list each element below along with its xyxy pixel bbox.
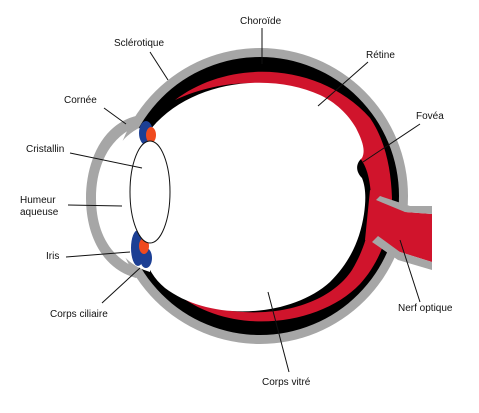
- label-cornee: Cornée: [64, 95, 97, 106]
- leader-fovea: [362, 123, 421, 163]
- label-iris: Iris: [46, 251, 59, 262]
- lens: [129, 140, 171, 244]
- label-retine: Rétine: [366, 50, 395, 61]
- label-humeur-line1: Humeur: [20, 195, 56, 206]
- leader-nerf-optique: [399, 239, 421, 303]
- label-corps-vitre: Corps vitré: [262, 377, 311, 388]
- cornea: [86, 116, 148, 278]
- leader-cornee: [103, 107, 127, 125]
- optic-nerve-sheath: [372, 196, 432, 270]
- label-fovea: Fovéa: [416, 111, 444, 122]
- leader-corps-ciliaire: [101, 267, 141, 304]
- leader-retine: [317, 61, 369, 107]
- label-humeur-line2: aqueuse: [20, 207, 59, 218]
- label-corps-ciliaire: Corps ciliaire: [50, 309, 108, 320]
- leader-iris: [65, 251, 131, 258]
- leader-corps-vitre: [267, 291, 290, 373]
- label-cristallin: Cristallin: [26, 144, 64, 155]
- label-nerf-optique: Nerf optique: [398, 303, 453, 314]
- ciliary-body-top: [146, 127, 156, 143]
- vitreous-body: [140, 82, 366, 312]
- leader-humeur: [67, 204, 123, 207]
- label-sclerotique: Sclérotique: [114, 38, 164, 49]
- leader-cristallin: [69, 152, 143, 169]
- label-choroide: Choroïde: [240, 16, 282, 27]
- leader-sclerotique: [149, 51, 169, 81]
